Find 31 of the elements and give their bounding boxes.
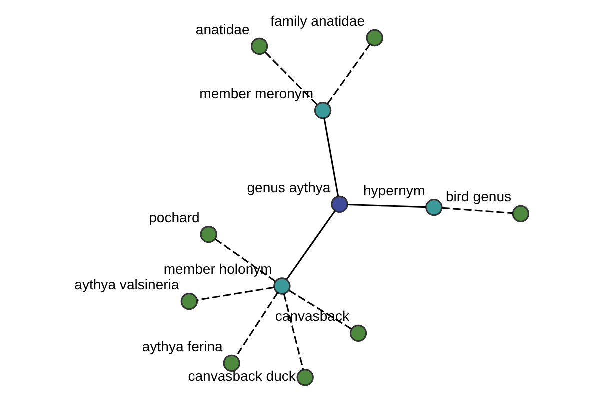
connector: [282, 294, 304, 370]
node-label: anatidae: [195, 21, 250, 38]
connector: [286, 210, 336, 280]
node-circle: [512, 205, 530, 223]
node-circle: [222, 354, 240, 372]
node-circle: [296, 369, 314, 386]
connector: [347, 204, 426, 208]
node-circle: [273, 278, 290, 295]
connector: [326, 44, 370, 104]
node-circle: [366, 29, 383, 47]
node-label: bird genus: [445, 188, 512, 205]
node-label: genus aythya: [246, 179, 330, 196]
connector: [196, 286, 274, 302]
node-label: member holonym: [163, 261, 272, 278]
node-label: pochard: [148, 209, 200, 226]
node-circle: [200, 226, 217, 244]
node-label: aythya valsineria: [74, 276, 179, 292]
node-circle: [330, 196, 348, 214]
node-label: family anatidae: [270, 12, 365, 29]
connector: [234, 292, 278, 358]
connector: [442, 207, 512, 214]
node-label: canvasback duck: [188, 368, 296, 384]
node-circle: [349, 324, 367, 342]
connector: [323, 118, 339, 197]
node-circle: [250, 38, 268, 56]
node-label: aythya ferina: [142, 338, 222, 354]
node-circle: [314, 102, 332, 120]
node-label: hypernym: [362, 182, 425, 198]
connector: [214, 238, 276, 282]
node-circle: [425, 198, 442, 216]
node-circle: [180, 292, 198, 310]
